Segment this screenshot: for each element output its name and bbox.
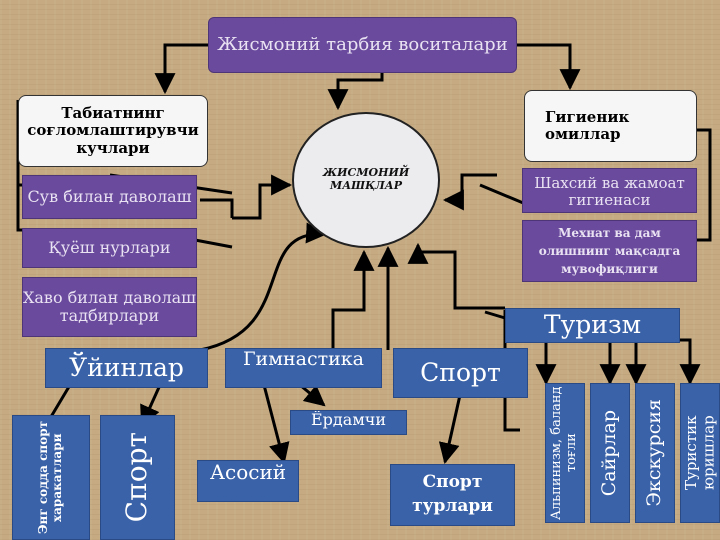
nature-item-air: Хаво билан даволаш тадбирлари: [22, 277, 197, 337]
nature-item-water: Сув билан даволаш: [22, 175, 197, 219]
arrow-gym-to-helper: [299, 383, 326, 407]
arrow-tour-to-walks: [599, 338, 621, 386]
games-sport: Спорт: [100, 415, 175, 540]
tourism-alpinism-label: Альпинизм, баланд тоғли: [549, 386, 579, 520]
sport-types: Спорт турлари: [390, 464, 515, 526]
gymnastics-main: Асосий: [197, 460, 299, 502]
arrow-nature-to-center: [200, 198, 234, 218]
games-simple-sport-moves: Энг содда спорт харакатлари: [12, 415, 90, 540]
tourism-alpinism: Альпинизм, баланд тоғли: [545, 383, 585, 523]
hygiene-header: Гигиеник омиллар: [524, 90, 697, 162]
arrow-tour-to-hikes: [668, 338, 701, 386]
arrow-games-to-center: [199, 222, 328, 352]
arrow-tourism-to-center: [407, 242, 505, 310]
tourism-walks: Сайрлар: [590, 383, 630, 523]
hygiene-item-work-rest: Мехнат ва дам олишнинг мақсадга мувофиқл…: [522, 220, 697, 282]
tourism-excursion: Экскурсия: [635, 383, 675, 523]
arrow-hygiene-to-center: [442, 173, 497, 211]
tourism-walks-label: Сайрлар: [598, 409, 621, 497]
line-hygiene-bracket: [697, 128, 712, 242]
center-label: ЖИСМОНИЙ МАШҚЛАР: [322, 166, 410, 193]
center-node: ЖИСМОНИЙ МАШҚЛАР: [292, 112, 440, 248]
gymnastics-node: Гимнастика: [225, 348, 382, 388]
nature-item-sun: Қуёш нурлари: [22, 228, 197, 268]
arrow-gym-to-center: [331, 249, 375, 350]
arrow-sport-to-types: [438, 394, 462, 465]
arrow-title-to-nature: [154, 43, 208, 95]
arrow-title-to-hygiene: [517, 43, 581, 91]
tourism-excursion-label: Экскурсия: [643, 399, 666, 507]
gymnastics-helper: Ёрдамчи: [290, 410, 407, 435]
games-sport-label: Спорт: [120, 432, 154, 523]
diagram-title: Жисмоний тарбия воситалари: [208, 17, 517, 73]
games-node: Ўйинлар: [45, 348, 208, 388]
nature-header: Табиатнинг соғломлаштирувчи кучлари: [18, 95, 208, 167]
sport-node: Спорт: [393, 348, 528, 398]
arrow-left-to-center: [232, 174, 293, 220]
tourism-hikes-label: Туристик юришлар: [681, 415, 717, 491]
games-simple-sport-moves-label: Энг содда спорт харакатлари: [36, 420, 64, 535]
arrow-gym-to-main: [262, 384, 290, 465]
tourism-hikes: Туристик юришлар: [680, 383, 720, 523]
tourism-node: Туризм: [505, 308, 680, 343]
hygiene-item-personal: Шахсий ва жамоат гигиенаси: [522, 168, 697, 213]
arrow-title-to-center: [327, 72, 384, 111]
